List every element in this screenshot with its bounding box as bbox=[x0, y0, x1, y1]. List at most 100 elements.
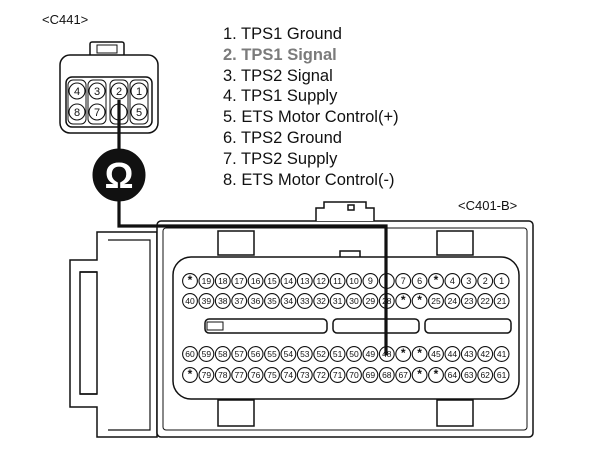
pin-circle bbox=[362, 367, 379, 383]
c401b-pin: 23 bbox=[460, 293, 477, 309]
pin-circle bbox=[362, 273, 379, 289]
c401b-pin: 4 bbox=[444, 273, 461, 289]
c401b-pin: 14 bbox=[280, 273, 297, 289]
pin-number: * bbox=[417, 293, 422, 307]
pin-number: 23 bbox=[464, 296, 474, 306]
pin-circle bbox=[346, 273, 362, 289]
pin-number: 55 bbox=[267, 349, 277, 359]
pin-circle bbox=[460, 273, 477, 289]
c401b-pin: 72 bbox=[313, 367, 330, 383]
pin-number: 13 bbox=[300, 276, 310, 286]
pin-number: 57 bbox=[234, 349, 244, 359]
pin-number: 32 bbox=[316, 296, 326, 306]
c401b-pin: * bbox=[428, 367, 444, 383]
pin-circle bbox=[313, 273, 330, 289]
pin-circle bbox=[88, 82, 106, 100]
pin-circle bbox=[477, 273, 494, 289]
pin-number: 44 bbox=[448, 349, 458, 359]
pin-number: 22 bbox=[480, 296, 490, 306]
pin-circle bbox=[198, 367, 215, 383]
c401b-pin: 56 bbox=[247, 346, 264, 362]
c401b-pin: 16 bbox=[247, 273, 264, 289]
pin-number: 51 bbox=[333, 349, 343, 359]
pin-circle bbox=[231, 367, 248, 383]
pin-number: 24 bbox=[448, 296, 458, 306]
pin-number: 10 bbox=[349, 276, 359, 286]
c401b-pin: 73 bbox=[296, 367, 313, 383]
c401b-pin: 60 bbox=[182, 346, 198, 362]
pin-number: * bbox=[417, 367, 422, 381]
c401b-pin: 50 bbox=[346, 346, 362, 362]
pin-number: 1 bbox=[136, 86, 142, 98]
c401b-pin: 17 bbox=[231, 273, 248, 289]
pin-list-item-1: 1. TPS1 Ground bbox=[223, 25, 342, 43]
pin-number: 67 bbox=[398, 370, 408, 380]
c401b-pin: * bbox=[411, 293, 428, 309]
pin-number: 42 bbox=[480, 349, 490, 359]
pin-number: 71 bbox=[333, 370, 343, 380]
pin-circle bbox=[296, 367, 313, 383]
c401b-pin: 57 bbox=[231, 346, 248, 362]
pin-circle bbox=[395, 273, 412, 289]
probe-wires bbox=[117, 100, 388, 355]
c401b-pin: 64 bbox=[444, 367, 461, 383]
pin-circle bbox=[198, 346, 215, 362]
c401b-pin: 39 bbox=[198, 293, 215, 309]
pin-circle bbox=[444, 273, 461, 289]
pin-circle bbox=[182, 367, 198, 383]
c401b-pin: 54 bbox=[280, 346, 297, 362]
c401b-pin: 1 bbox=[493, 273, 510, 289]
pin-number: 56 bbox=[251, 349, 261, 359]
pin-circle bbox=[329, 367, 346, 383]
pin-circle bbox=[460, 367, 477, 383]
pin-circle bbox=[296, 273, 313, 289]
pin-circle bbox=[477, 346, 494, 362]
pin-number: 41 bbox=[497, 349, 507, 359]
pin-number: 77 bbox=[234, 370, 244, 380]
c401b-pin: 55 bbox=[264, 346, 280, 362]
pin-number: 50 bbox=[349, 349, 359, 359]
pin-number: 38 bbox=[218, 296, 228, 306]
c401b-pin: 7 bbox=[395, 273, 412, 289]
pin-circle bbox=[296, 293, 313, 309]
c401b-pin: * bbox=[411, 346, 428, 362]
pin-list-item-4: 4. TPS1 Supply bbox=[223, 87, 338, 106]
pin-number: 33 bbox=[300, 296, 310, 306]
pin-circle bbox=[182, 346, 198, 362]
c441-pin: 2 bbox=[110, 82, 128, 100]
pin-circle bbox=[247, 346, 264, 362]
pin-number: 39 bbox=[202, 296, 212, 306]
c401b-pin: 74 bbox=[280, 367, 297, 383]
pin-circle bbox=[493, 293, 510, 309]
pin-number: 63 bbox=[464, 370, 474, 380]
pin-circle bbox=[88, 103, 106, 121]
c401b-pin: 67 bbox=[395, 367, 412, 383]
pin-number: * bbox=[401, 346, 406, 360]
pin-circle bbox=[444, 346, 461, 362]
c401b-pin: 25 bbox=[428, 293, 444, 309]
pin-circle bbox=[182, 293, 198, 309]
pin-circle bbox=[346, 293, 362, 309]
pin-number: 35 bbox=[267, 296, 277, 306]
c401b-pin: 40 bbox=[182, 293, 198, 309]
pin-number: 54 bbox=[284, 349, 294, 359]
pin-number: 43 bbox=[464, 349, 474, 359]
pin-number: 75 bbox=[267, 370, 277, 380]
pin-number: 36 bbox=[251, 296, 261, 306]
pin-number: 58 bbox=[218, 349, 228, 359]
pin-circle bbox=[411, 367, 428, 383]
pin-circle bbox=[444, 367, 461, 383]
pin-circle bbox=[313, 293, 330, 309]
c401b-pin: 59 bbox=[198, 346, 215, 362]
c401b-pin: 37 bbox=[231, 293, 248, 309]
pin-number: 73 bbox=[300, 370, 310, 380]
c401b-pin: 6 bbox=[411, 273, 428, 289]
pin-circle bbox=[329, 273, 346, 289]
pin-circle bbox=[378, 367, 395, 383]
c441-pin: 8 bbox=[68, 103, 86, 121]
c401b-pin: 71 bbox=[329, 367, 346, 383]
c401b-pin: 62 bbox=[477, 367, 494, 383]
pin-circle bbox=[362, 293, 379, 309]
pin-circle bbox=[493, 367, 510, 383]
pin-number: * bbox=[401, 293, 406, 307]
